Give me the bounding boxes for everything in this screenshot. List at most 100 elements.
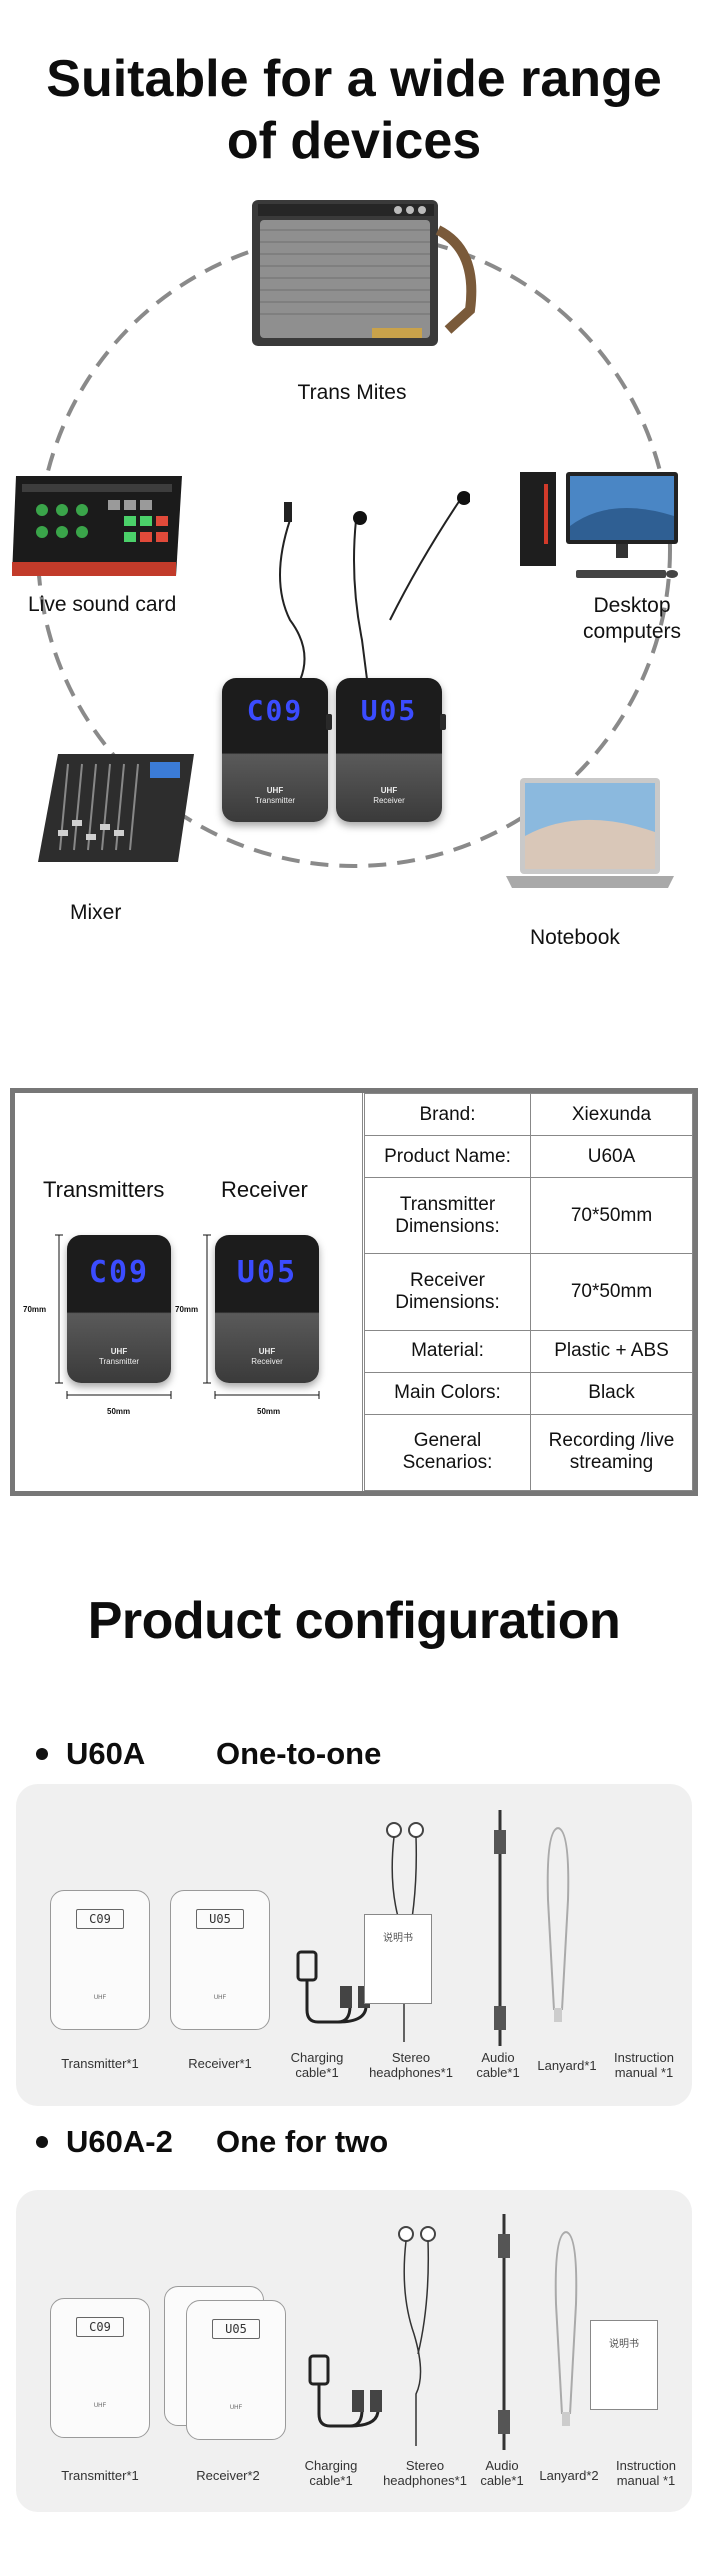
white-receiver: U05 UHF xyxy=(186,2300,286,2440)
spec-key: Brand: xyxy=(364,1092,531,1137)
white-transmitter-screen: C09 xyxy=(76,2317,124,2337)
spec-transmitter-unit: C09 UHF Transmitter xyxy=(67,1235,171,1383)
receiver-display: U05 xyxy=(360,694,418,727)
caption-transmitters: Transmitters xyxy=(43,1177,165,1202)
white-receiver-logo: UHF xyxy=(229,2405,243,2411)
spec-key: Material: xyxy=(364,1329,531,1373)
dimension-lines xyxy=(55,1234,320,1399)
spec-transmitter-brand: UHF xyxy=(110,1347,128,1356)
accessories-illustration xyxy=(308,2214,578,2450)
item-label: Instruction manual *1 xyxy=(616,2458,676,2488)
spec-row: Material:Plastic + ABS xyxy=(364,1329,693,1373)
spec-key: General Scenarios: xyxy=(364,1413,531,1492)
spec-transmitter-display: C09 xyxy=(88,1255,150,1290)
spec-receiver-brand: UHF xyxy=(258,1347,276,1356)
dim-height-tx: 70mm xyxy=(23,1305,47,1314)
notebook-image xyxy=(500,776,680,894)
instruction-manual: 说明书 xyxy=(590,2320,658,2410)
transmitter-text: Transmitter xyxy=(254,796,296,805)
item-label: Charging cable*1 xyxy=(304,2458,358,2488)
item-label: Stereo headphones*1 xyxy=(369,2050,453,2080)
item-label: Lanyard*2 xyxy=(539,2468,599,2483)
transmitter-display: C09 xyxy=(246,694,304,727)
caption-receiver: Receiver xyxy=(221,1177,308,1202)
spec-row: Main Colors:Black xyxy=(364,1371,693,1415)
dim-width-tx: 50mm xyxy=(107,1407,131,1416)
device-compatibility-diagram: Trans Mites Live sound card Desktop comp… xyxy=(0,180,708,980)
spec-receiver-unit: U05 UHF Receiver xyxy=(215,1235,319,1383)
bullet-icon xyxy=(36,2136,48,2148)
spec-illustration: Transmitters Receiver C09 UHF Transmitte… xyxy=(15,1093,363,1491)
spec-key: Product Name: xyxy=(364,1135,531,1179)
spec-table: Brand:Xiexunda Product Name:U60A Transmi… xyxy=(364,1092,693,1492)
white-receiver-screen: U05 xyxy=(212,2319,260,2339)
spec-value: 70*50mm xyxy=(530,1253,693,1331)
receiver-button xyxy=(440,714,446,730)
white-transmitter: C09 UHF xyxy=(50,1890,150,2030)
spec-row: Brand:Xiexunda xyxy=(364,1092,693,1137)
item-label: Audio cable*1 xyxy=(480,2458,524,2488)
spec-receiver-text: Receiver xyxy=(251,1357,283,1366)
transmitter-unit: C09 UHF Transmitter xyxy=(222,678,332,822)
spec-value: Xiexunda xyxy=(530,1092,693,1137)
instruction-manual: 说明书 xyxy=(364,1914,432,2004)
spec-row: Receiver Dimensions:70*50mm xyxy=(364,1253,693,1331)
section-title-configuration: Product configuration xyxy=(87,1592,621,1650)
spec-key: Transmitter Dimensions: xyxy=(364,1177,531,1255)
item-label: Audio cable*1 xyxy=(476,2050,520,2080)
bullet-icon xyxy=(36,1748,48,1760)
spec-value: Plastic + ABS xyxy=(530,1329,693,1373)
item-label: Receiver*1 xyxy=(188,2056,252,2071)
spec-row: General Scenarios:Recording /live stream… xyxy=(364,1413,693,1492)
config-panel-u60a: C09 UHF U05 UHF 说明书 Transmitter*1 Receiv… xyxy=(16,1784,692,2106)
white-transmitter-logo: UHF xyxy=(93,2403,107,2409)
label-trans-mites: Trans Mites xyxy=(297,381,407,404)
config-panel-u60a-2: C09 UHF U05 UHF 说明书 Transmitter*1 Receiv… xyxy=(16,2190,692,2512)
white-receiver-screen: U05 xyxy=(196,1909,244,1929)
spec-receiver-display: U05 xyxy=(236,1255,298,1290)
section-title-devices: Suitable for a wide range of devices xyxy=(0,48,708,172)
mixer-image xyxy=(38,750,196,866)
label-notebook: Notebook xyxy=(530,926,620,949)
spec-value: Recording /live streaming xyxy=(530,1413,693,1492)
white-transmitter-screen: C09 xyxy=(76,1909,124,1929)
receiver-unit: U05 UHF Receiver xyxy=(336,678,446,822)
dim-height-rx: 70mm xyxy=(175,1305,199,1314)
item-label: Transmitter*1 xyxy=(61,2056,139,2071)
transmitter-brand: UHF xyxy=(266,786,284,795)
config-model: U60A-2 xyxy=(66,2124,173,2159)
receiver-text: Receiver xyxy=(373,796,405,805)
spec-key: Main Colors: xyxy=(364,1371,531,1415)
item-label: Receiver*2 xyxy=(196,2468,260,2483)
spec-value: 70*50mm xyxy=(530,1177,693,1255)
item-label: Lanyard*1 xyxy=(537,2058,597,2073)
transmitter-button xyxy=(326,714,332,730)
spec-panel: Transmitters Receiver C09 UHF Transmitte… xyxy=(10,1088,698,1496)
receiver-brand: UHF xyxy=(380,786,398,795)
config-heading-u60a-2: U60A-2 One for two xyxy=(36,2124,388,2160)
sound-card-image xyxy=(12,470,184,582)
accessories-illustration xyxy=(296,1810,570,2046)
item-label: Instruction manual *1 xyxy=(614,2050,674,2080)
spec-key: Receiver Dimensions: xyxy=(364,1253,531,1331)
label-live-sound-card: Live sound card xyxy=(28,593,177,616)
speaker-image xyxy=(248,190,480,358)
manual-text: 说明书 xyxy=(609,2339,639,2350)
item-label: Stereo headphones*1 xyxy=(383,2458,467,2488)
white-transmitter-logo: UHF xyxy=(93,1995,107,2001)
config-model: U60A xyxy=(66,1736,146,1771)
white-transmitter: C09 UHF xyxy=(50,2298,150,2438)
title-line-1: Suitable for a wide range xyxy=(46,50,662,108)
dim-width-rx: 50mm xyxy=(257,1407,281,1416)
config-heading-u60a: U60A One-to-one xyxy=(36,1736,381,1772)
desktop-computer-image xyxy=(520,466,682,586)
label-mixer: Mixer xyxy=(70,901,122,924)
item-label: Transmitter*1 xyxy=(61,2468,139,2483)
title-line-2: of devices xyxy=(226,112,482,170)
config-desc: One for two xyxy=(216,2124,389,2159)
spec-row: Transmitter Dimensions:70*50mm xyxy=(364,1177,693,1255)
label-desktop-computers: Desktop computers xyxy=(582,594,682,643)
spec-row: Product Name:U60A xyxy=(364,1135,693,1179)
spec-value: Black xyxy=(530,1371,693,1415)
manual-text: 说明书 xyxy=(383,1933,413,1944)
